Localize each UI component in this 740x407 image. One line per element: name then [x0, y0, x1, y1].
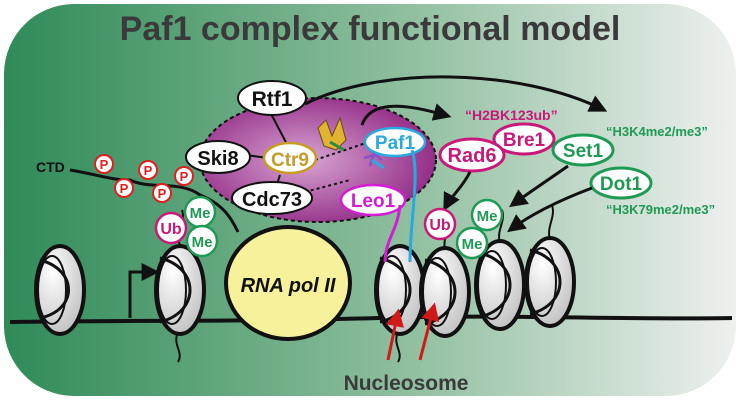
svg-text:Ski8: Ski8 — [197, 148, 238, 170]
paf1-tail — [408, 149, 417, 263]
svg-text:P: P — [158, 186, 167, 201]
me-mark-left-2: Me — [185, 224, 219, 258]
svg-text:Ctr9: Ctr9 — [271, 150, 309, 171]
svg-text:Rad6: Rad6 — [448, 145, 497, 167]
phospho-5: P — [174, 166, 194, 186]
svg-text:Me: Me — [192, 234, 213, 251]
nucleosome-3 — [474, 209, 526, 331]
rtf1-node: Rtf1 — [237, 80, 307, 116]
svg-text:P: P — [144, 163, 153, 178]
leo1-tail — [383, 204, 402, 263]
svg-text:Paf1: Paf1 — [375, 133, 416, 154]
ctr9-node: Ctr9 — [262, 141, 318, 175]
arrow-to-set1 — [304, 75, 608, 112]
tss-arrow — [128, 263, 160, 318]
bre1-node: Bre1 — [492, 122, 556, 156]
svg-text:Leo1: Leo1 — [351, 191, 396, 212]
ub-mark-left: Ub — [154, 211, 188, 245]
rnapol-ii — [224, 225, 352, 341]
svg-text:Me: Me — [190, 205, 211, 222]
svg-text:Rtf1: Rtf1 — [252, 88, 293, 111]
dot1-node: Dot1 — [589, 166, 653, 200]
phospho-3: P — [138, 160, 158, 180]
paf1-node: Paf1 — [363, 126, 427, 158]
nucleosome-modified — [154, 209, 206, 363]
svg-text:Cdc73: Cdc73 — [242, 189, 302, 211]
h2b-mark: “H2BK123ub” — [465, 107, 558, 123]
arrow-to-rad6 — [360, 103, 452, 126]
rnapol-ii-label: RNA pol II — [241, 275, 336, 297]
h3k79-mark: “H3K79me2/me3” — [606, 202, 715, 217]
me-mark-right-2: Me — [455, 226, 489, 260]
svg-text:Bre1: Bre1 — [503, 130, 546, 151]
svg-text:P: P — [100, 157, 109, 172]
title: Paf1 complex functional model — [120, 10, 621, 48]
svg-text:Ub: Ub — [160, 221, 182, 238]
phospho-2: P — [114, 178, 134, 198]
nucleosome-left — [34, 244, 86, 336]
ctd-label: CTD — [36, 159, 65, 175]
nucleosome-label: Nucleosome — [344, 372, 469, 395]
arrow-set1-to-me — [509, 164, 569, 208]
cdc73-node: Cdc73 — [231, 181, 313, 215]
arrow-dot1-to-me — [507, 186, 593, 233]
svg-text:P: P — [180, 169, 189, 184]
me-mark-left-1: Me — [183, 195, 217, 229]
svg-text:Me: Me — [462, 236, 483, 253]
phospho-1: P — [94, 154, 114, 174]
svg-text:Ub: Ub — [429, 217, 451, 234]
svg-text:Dot1: Dot1 — [600, 174, 643, 195]
phospho-4: P — [152, 183, 172, 203]
svg-text:Set1: Set1 — [563, 141, 604, 162]
ski8-node: Ski8 — [185, 140, 251, 174]
me-mark-right-1: Me — [470, 198, 504, 232]
arrow-rad6-to-ub — [443, 171, 472, 212]
h3k4-mark: “H3K4me2/me3” — [606, 124, 708, 139]
nucleosome-4 — [524, 204, 576, 328]
set1-node: Set1 — [551, 133, 615, 167]
structure-icon-ctr9 — [317, 116, 347, 152]
ub-mark-right: Ub — [423, 207, 457, 241]
nucleosome-arrow-1 — [386, 308, 404, 361]
svg-text:P: P — [120, 181, 129, 196]
svg-text:Me: Me — [477, 208, 498, 225]
leo1-node: Leo1 — [339, 183, 407, 217]
nucleosome-arrow-2 — [418, 302, 440, 361]
rad6-node: Rad6 — [438, 137, 506, 173]
